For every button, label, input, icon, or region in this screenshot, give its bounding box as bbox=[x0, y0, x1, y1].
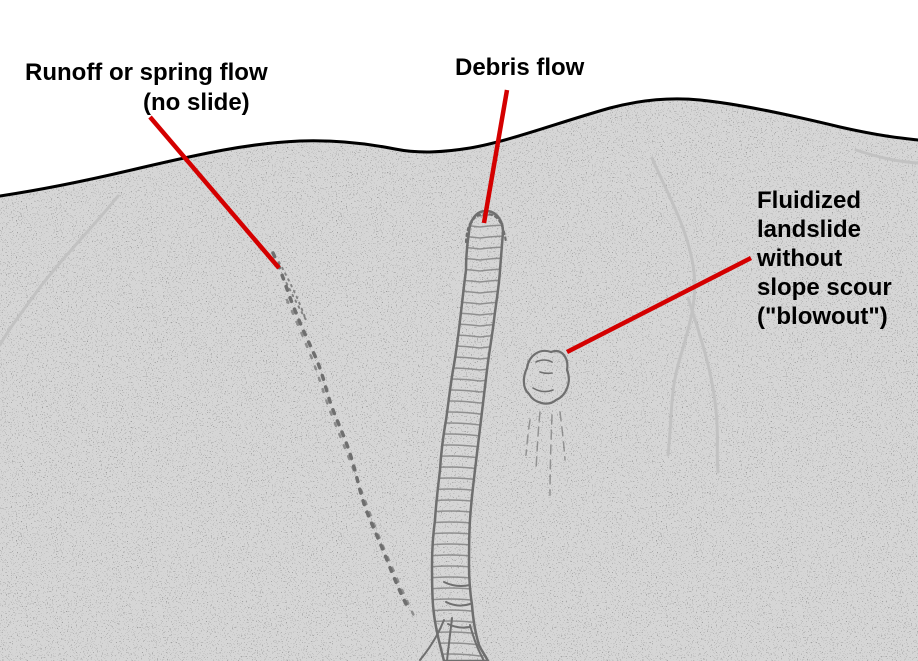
blowout-streak bbox=[559, 411, 566, 461]
runoff-track bbox=[271, 251, 410, 610]
runoff-track-stipple bbox=[278, 261, 307, 321]
runoff-label-line2: (no slide) bbox=[143, 89, 250, 116]
blowout-hatch bbox=[535, 359, 553, 363]
debris-annotation-line bbox=[481, 89, 510, 224]
runoff-annotation-line bbox=[148, 115, 281, 270]
annotation-lines bbox=[148, 89, 753, 355]
blowout-label-line5: ("blowout") bbox=[757, 303, 888, 330]
faint-trail-left bbox=[0, 194, 120, 347]
blowout-streak bbox=[549, 414, 553, 496]
blowout-label-line3: without bbox=[756, 245, 842, 272]
runout-stroke bbox=[445, 601, 471, 607]
runout-stroke bbox=[446, 617, 453, 661]
runout-stroke bbox=[469, 624, 485, 661]
debris-channel-runout bbox=[419, 581, 485, 661]
blowout-hatching bbox=[532, 359, 554, 393]
blowout-streak bbox=[535, 411, 541, 471]
runoff-track-secondary bbox=[285, 298, 419, 624]
runout-stroke bbox=[419, 619, 445, 661]
blowout-label-line4: slope scour bbox=[757, 274, 892, 301]
blowout-blob bbox=[522, 349, 570, 405]
blowout-streak bbox=[525, 419, 531, 456]
blowout-hatch bbox=[539, 371, 553, 375]
debris-flow-label: Debris flow bbox=[455, 54, 585, 81]
runout-stroke bbox=[443, 581, 471, 587]
ridge-line bbox=[0, 97, 918, 198]
blowout-label-line2: landslide bbox=[757, 216, 861, 243]
labels: Runoff or spring flow (no slide) Debris … bbox=[25, 54, 892, 330]
blowout-annotation-line bbox=[565, 255, 753, 355]
faint-trail-far-right bbox=[854, 148, 918, 165]
debris-channel bbox=[430, 209, 505, 661]
runout-stroke bbox=[447, 623, 471, 629]
blowout-hatch bbox=[532, 387, 554, 393]
blowout-label-line1: Fluidized bbox=[757, 187, 861, 214]
blowout-streaks bbox=[525, 411, 566, 496]
faint-trails bbox=[0, 148, 918, 474]
sketch-features bbox=[271, 209, 570, 661]
faint-trail-right-branch bbox=[686, 296, 720, 474]
runoff-label-line1: Runoff or spring flow bbox=[25, 59, 268, 86]
